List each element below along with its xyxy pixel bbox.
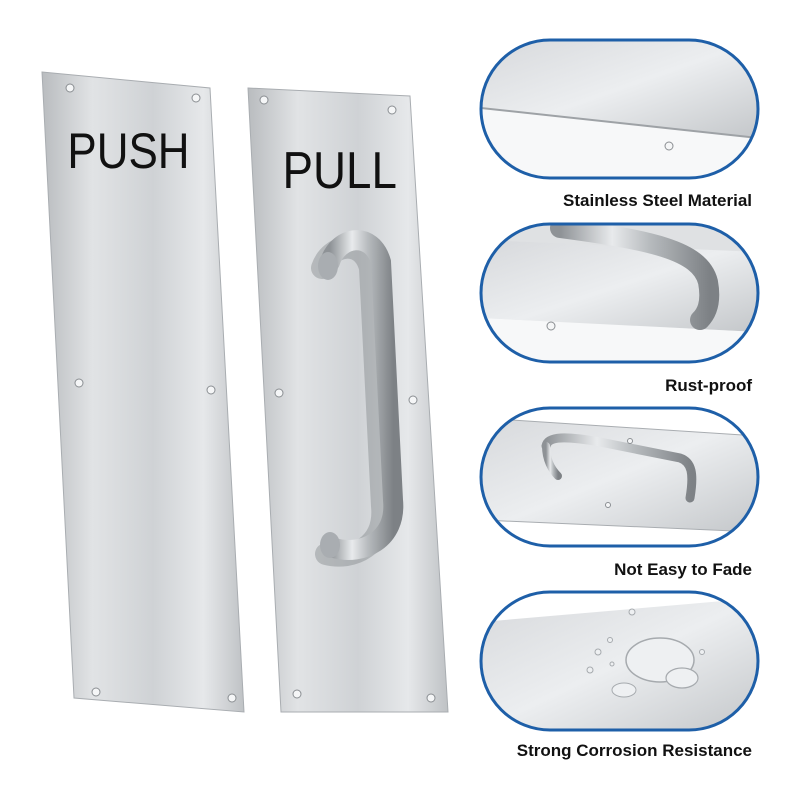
screw-hole bbox=[546, 321, 556, 331]
feature-frame bbox=[479, 406, 760, 548]
water-drop bbox=[665, 667, 699, 689]
pull-label: PULL bbox=[282, 142, 396, 199]
pull-handle bbox=[311, 230, 404, 567]
screw-hole bbox=[74, 378, 84, 388]
feature-frame bbox=[479, 222, 760, 364]
screw-hole bbox=[292, 689, 302, 699]
feature-stainless-steel bbox=[481, 40, 758, 178]
water-drop bbox=[611, 682, 637, 698]
screw-hole bbox=[387, 105, 397, 115]
feature-frame bbox=[479, 590, 760, 732]
feature-caption: Not Easy to Fade bbox=[614, 560, 752, 579]
screw-hole bbox=[91, 687, 101, 697]
feature-frame bbox=[479, 38, 760, 180]
water-drop bbox=[699, 649, 705, 655]
feature-caption: Rust-proof bbox=[665, 376, 752, 395]
feature-not-fade bbox=[481, 408, 758, 546]
water-drop bbox=[609, 661, 615, 667]
feature-rust-proof bbox=[481, 224, 758, 362]
screw-hole bbox=[191, 93, 201, 103]
push-label: PUSH bbox=[67, 122, 189, 178]
push-plate: PUSH bbox=[41, 71, 245, 713]
screw-hole bbox=[206, 385, 216, 395]
screw-hole bbox=[65, 83, 75, 93]
screw-hole bbox=[627, 438, 633, 444]
pull-plate: PULL bbox=[247, 87, 449, 713]
screw-hole bbox=[408, 395, 418, 405]
screw-hole bbox=[274, 388, 284, 398]
screw-hole bbox=[426, 693, 436, 703]
water-drop bbox=[594, 648, 602, 656]
feature-caption: Stainless Steel Material bbox=[563, 191, 752, 210]
screw-hole bbox=[227, 693, 237, 703]
feature-caption: Strong Corrosion Resistance bbox=[516, 741, 752, 760]
screw-hole bbox=[664, 141, 674, 151]
water-drop bbox=[586, 666, 594, 674]
screw-hole bbox=[605, 502, 611, 508]
feature-corrosion-resistance bbox=[481, 592, 758, 730]
water-drop bbox=[628, 608, 636, 616]
screw-hole bbox=[259, 95, 269, 105]
water-drop bbox=[607, 637, 613, 643]
